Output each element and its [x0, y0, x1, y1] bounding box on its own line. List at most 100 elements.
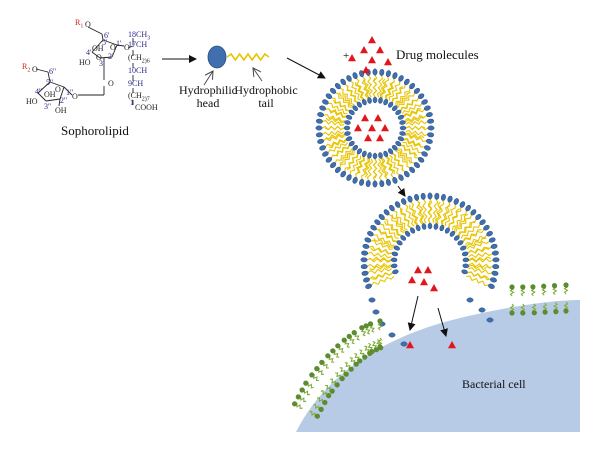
vesicle-inner-tail — [371, 272, 393, 280]
atom-five-dprime: 5'' — [46, 78, 53, 87]
membrane-head — [351, 330, 357, 336]
vesicle-outer-head — [465, 204, 471, 212]
inner-head — [387, 101, 394, 108]
vesicle-inner-tail — [442, 204, 451, 226]
inner-head — [392, 145, 398, 151]
drug-molecule-icon — [448, 341, 456, 349]
hydrophilic-head-label: Hydrophilic head — [179, 83, 237, 110]
fusing-micelle-icon — [360, 192, 500, 347]
membrane-head — [373, 347, 379, 353]
outer-tail — [377, 158, 383, 181]
outer-tail — [367, 75, 373, 98]
vesicle-outer-tail — [466, 275, 489, 286]
outer-head — [319, 105, 326, 111]
arrow-micelle-to-cell — [397, 185, 406, 197]
atom-17ch: 17CH — [128, 40, 148, 49]
head-pointer — [203, 71, 213, 86]
outer-tail — [324, 138, 347, 148]
membrane-head — [362, 354, 368, 360]
inner-head — [343, 125, 351, 131]
inner-tail — [346, 86, 359, 103]
inner-head — [399, 131, 406, 136]
vesicle-inner-head — [400, 235, 407, 241]
atom-ch2-n6: (CH2)6 — [128, 53, 150, 65]
membrane-head — [295, 394, 301, 400]
vesicle-outer-tail — [373, 234, 395, 246]
vesicle-outer-head — [370, 224, 377, 231]
inner-tail — [386, 81, 395, 100]
vesicle-outer-head — [490, 243, 498, 249]
outer-head — [425, 138, 433, 144]
atom-three-dprime: 3'' — [44, 102, 51, 111]
vesicle-inner-tail — [468, 256, 492, 262]
vesicle-outer-tail — [468, 267, 493, 275]
vesicle-outer-head — [361, 250, 369, 256]
outer-tail — [322, 119, 345, 127]
membrane-head — [314, 413, 320, 419]
drug-molecule-icon — [376, 46, 384, 54]
vesicle-outer-head — [365, 283, 372, 289]
membrane-head — [322, 399, 328, 406]
membrane-head — [363, 323, 369, 329]
inner-head — [378, 97, 383, 104]
atom-six-dprime: 6'' — [49, 67, 56, 76]
vesicle-inner-tail — [369, 264, 392, 271]
vesicle-outer-head — [475, 214, 482, 220]
vesicle-inner-head — [461, 251, 469, 257]
atom-two-prime: 2' — [108, 52, 114, 61]
inner-head — [352, 105, 358, 111]
atom-10ch: 10CH — [128, 66, 148, 75]
vesicle-inner-head — [421, 223, 427, 230]
vesicle-inner-head — [415, 224, 421, 232]
membrane-head — [541, 283, 547, 289]
drug-molecule-icon — [361, 114, 369, 122]
inner-head — [344, 120, 351, 125]
vesicle-leg-head — [478, 307, 486, 313]
membrane-head — [509, 310, 515, 316]
lipid-bilayer-right-icon — [509, 282, 569, 316]
vesicle-outer-head — [490, 277, 497, 283]
bond-5 — [91, 51, 101, 59]
outer-head — [427, 132, 435, 138]
atom-o-ring-a-top: O — [110, 43, 116, 52]
inner-tail — [379, 78, 386, 98]
outer-tail — [376, 75, 384, 98]
membrane-head — [563, 308, 569, 314]
atom-o-ring-b: O — [55, 85, 61, 94]
sophorolipid-structure-bonds — [35, 26, 134, 107]
outer-tail — [350, 80, 361, 102]
inner-tail — [405, 132, 425, 139]
bond-22 — [45, 98, 61, 102]
inner-head — [397, 136, 405, 142]
membrane-head — [339, 376, 345, 382]
vesicle-outer-tail — [455, 214, 472, 233]
vesicle-inner-tail — [373, 238, 395, 248]
inner-tail — [391, 85, 404, 103]
vesicle-outer-head — [378, 214, 385, 220]
membrane-head — [542, 309, 548, 315]
vesicle-outer-tail — [466, 240, 490, 250]
membrane-head — [318, 406, 324, 412]
outer-head — [413, 162, 420, 169]
drug-molecules-label: Drug molecules — [396, 47, 479, 62]
outer-tail — [381, 157, 389, 180]
atom-o-link: O — [124, 43, 130, 52]
outer-head — [365, 180, 371, 188]
lipid-bilayer-left-icon — [292, 318, 384, 419]
vesicle-inner-tail — [458, 220, 476, 237]
outer-head — [398, 75, 404, 82]
drug-molecule-icon — [368, 36, 376, 44]
outer-head — [427, 118, 435, 124]
inner-head — [356, 101, 363, 108]
outer-tail — [404, 114, 427, 122]
membrane-head — [531, 310, 537, 316]
vesicle-inner-tail — [377, 229, 398, 242]
surfactant-schematic — [207, 45, 270, 69]
outer-head — [424, 105, 431, 111]
inner-tail — [403, 139, 422, 148]
outer-tail — [327, 142, 349, 153]
inner-tail — [391, 153, 404, 170]
outer-head — [417, 93, 425, 100]
vesicle-inner-head — [396, 240, 403, 246]
inner-tail — [372, 77, 378, 98]
